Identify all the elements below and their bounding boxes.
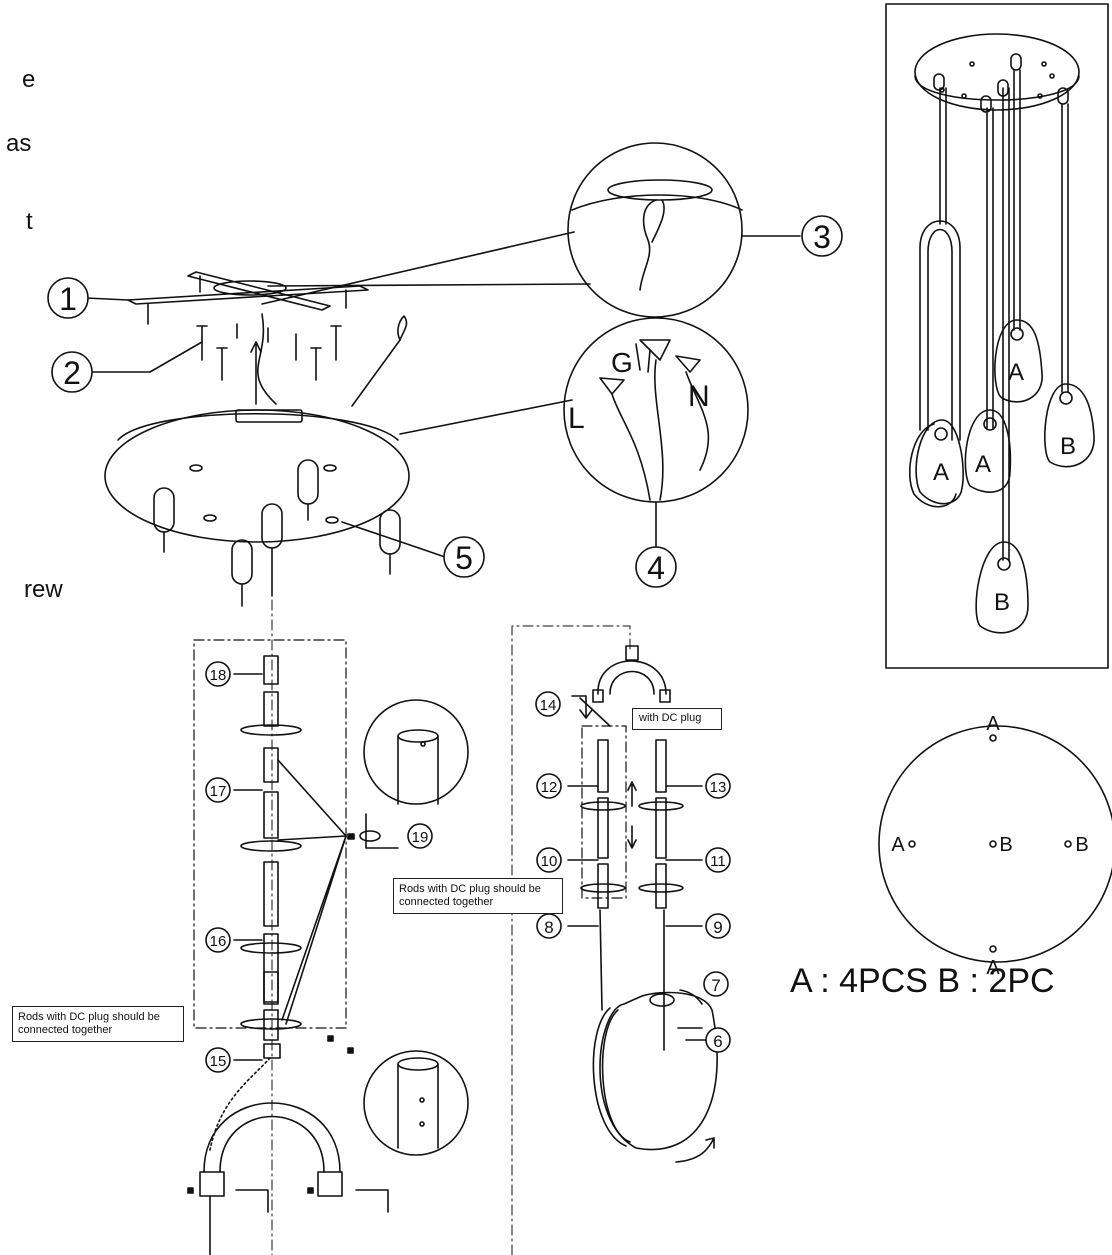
step-2-label: 2 xyxy=(63,355,81,391)
step-11-label: 11 xyxy=(710,853,726,870)
step-7-label: 7 xyxy=(711,976,720,995)
mounting-bracket xyxy=(127,271,369,325)
step-12-label: 12 xyxy=(541,779,558,796)
step-6-label: 6 xyxy=(713,1032,722,1051)
step-4-label: 4 xyxy=(647,550,665,586)
step-5-label: 5 xyxy=(455,540,473,576)
layout-label-bottom: A xyxy=(986,957,1000,979)
layout-label-left: A xyxy=(891,834,905,856)
callout-dc-plug-right: Rods with DC plug should be connected to… xyxy=(393,878,563,914)
step-8-label: 8 xyxy=(544,918,553,937)
left-text-fragment: t xyxy=(26,208,33,235)
pendant-label: A xyxy=(933,459,949,486)
callout-dc-plug-left: Rods with DC plug should be connected to… xyxy=(12,1006,184,1042)
canopy xyxy=(104,409,410,607)
pendant-label: A xyxy=(975,451,991,478)
step-17-label: 17 xyxy=(210,783,227,800)
screws xyxy=(196,323,342,381)
wire-line-label: L xyxy=(568,402,585,435)
pendant-label: A xyxy=(1008,359,1024,386)
layout-circle xyxy=(878,725,1112,963)
step-16-label: 16 xyxy=(210,933,227,950)
left-text-fragment: e xyxy=(22,66,36,93)
step-3-label: 3 xyxy=(813,219,831,255)
step-14-label: 14 xyxy=(540,697,557,714)
left-text-fragment: as xyxy=(6,130,32,157)
layout-label-top: A xyxy=(986,713,1000,735)
wire-neutral-label: N xyxy=(688,380,710,413)
left-text-fragment: rew xyxy=(24,576,63,603)
step-13-label: 13 xyxy=(710,779,727,796)
step-15-label: 15 xyxy=(210,1053,227,1070)
layout-label-right: B xyxy=(1075,834,1088,856)
callout-with-dc-plug: with DC plug xyxy=(632,708,722,730)
wire-ground-label: G xyxy=(611,347,633,378)
step-19-label: 19 xyxy=(412,829,429,846)
step-1-label: 1 xyxy=(59,281,77,317)
inset-pendant-rods xyxy=(908,53,1095,634)
pendant-label: B xyxy=(994,589,1010,616)
step-10-label: 10 xyxy=(541,853,558,870)
quantity-text: A : 4PCS B : 2PC xyxy=(790,962,1055,1000)
layout-label-center: B xyxy=(999,834,1012,856)
step-9-label: 9 xyxy=(713,918,722,937)
pendant-label: B xyxy=(1060,433,1076,460)
step-18-label: 18 xyxy=(210,667,227,684)
